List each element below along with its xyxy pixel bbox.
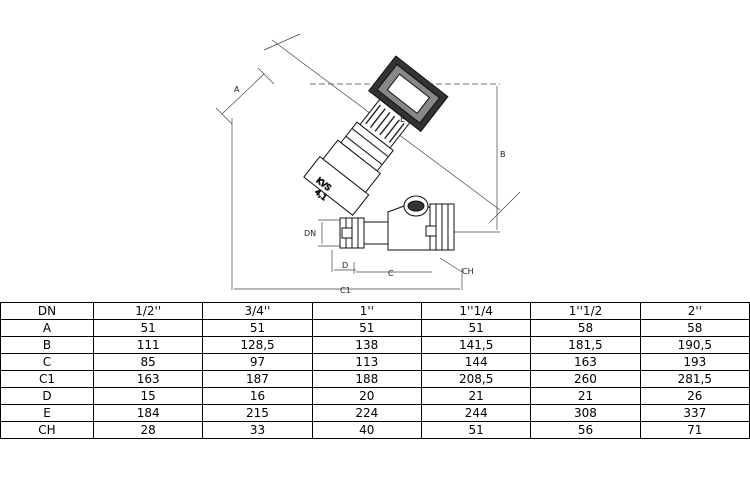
table-cell: 21	[420, 387, 532, 405]
table-cell: 15	[92, 387, 204, 405]
e-extension-top	[263, 33, 301, 51]
table-cell: 144	[420, 353, 532, 371]
table-cell: 208,5	[420, 370, 532, 388]
dim-label-dn: DN	[304, 229, 316, 238]
table-cell: 26	[639, 387, 750, 405]
table-cell: 138	[311, 336, 422, 354]
dim-label-a: A	[234, 85, 240, 94]
a-extension-1	[215, 107, 233, 125]
valve-technical-drawing: KVS 4,1 A E B DN D C C1 CH	[215, 33, 521, 295]
table-cell: 51	[311, 319, 422, 337]
table-cell: 1''	[311, 302, 422, 320]
table-cell: 1''1/4	[420, 302, 532, 320]
table-cell: 1''1/2	[530, 302, 641, 320]
row-label: C	[0, 353, 94, 371]
table-cell: 260	[530, 370, 641, 388]
dim-label-d: D	[342, 261, 348, 270]
table-cell: 141,5	[420, 336, 532, 354]
row-label: B	[0, 336, 94, 354]
row-label: C1	[0, 370, 94, 388]
table-cell: 51	[420, 421, 532, 439]
flow-arrow-box-inlet	[341, 227, 353, 239]
dimension-line-a	[221, 73, 265, 115]
row-label: E	[0, 404, 94, 422]
table-cell: 308	[530, 404, 641, 422]
table-cell: 184	[92, 404, 204, 422]
table-cell: 97	[202, 353, 313, 371]
table-cell: 244	[420, 404, 532, 422]
table-cell: 33	[202, 421, 313, 439]
table-cell: 16	[202, 387, 313, 405]
table-cell: 58	[530, 319, 641, 337]
table-cell: 85	[92, 353, 204, 371]
table-cell: 181,5	[530, 336, 641, 354]
table-cell: 163	[530, 353, 641, 371]
table-cell: 51	[202, 319, 313, 337]
table-cell: 1/2''	[92, 302, 204, 320]
dim-label-c1: C1	[340, 286, 351, 295]
row-label: A	[0, 319, 94, 337]
table-cell: 224	[311, 404, 422, 422]
table-cell: 337	[639, 404, 750, 422]
table-cell: 40	[311, 421, 422, 439]
a-extension-2	[257, 67, 275, 85]
table-cell: 193	[639, 353, 750, 371]
table-cell: 163	[92, 370, 204, 388]
table-cell: 113	[311, 353, 422, 371]
table-cell: 51	[92, 319, 204, 337]
table-cell: 215	[202, 404, 313, 422]
e-extension-bottom	[489, 191, 521, 223]
dim-label-ch: CH	[462, 267, 474, 276]
table-cell: 281,5	[639, 370, 750, 388]
table-cell: 20	[311, 387, 422, 405]
table-cell: 128,5	[202, 336, 313, 354]
table-cell: 188	[311, 370, 422, 388]
row-label: DN	[0, 302, 94, 320]
table-cell: 111	[92, 336, 204, 354]
row-label: D	[0, 387, 94, 405]
dim-label-e: E	[400, 115, 405, 124]
inlet-body	[363, 221, 392, 245]
table-cell: 51	[420, 319, 532, 337]
table-cell: 28	[92, 421, 204, 439]
flow-arrow-box	[425, 225, 437, 237]
table-cell: 3/4''	[202, 302, 313, 320]
table-cell: 190,5	[639, 336, 750, 354]
table-cell: 187	[202, 370, 313, 388]
table-cell: 21	[530, 387, 641, 405]
table-cell: 58	[639, 319, 750, 337]
ch-leader	[439, 257, 463, 273]
table-cell: 71	[639, 421, 750, 439]
table-cell: 56	[530, 421, 641, 439]
table-cell: 2''	[639, 302, 750, 320]
row-label: CH	[0, 421, 94, 439]
dim-label-c: C	[388, 269, 394, 278]
dim-label-b: B	[500, 150, 506, 159]
